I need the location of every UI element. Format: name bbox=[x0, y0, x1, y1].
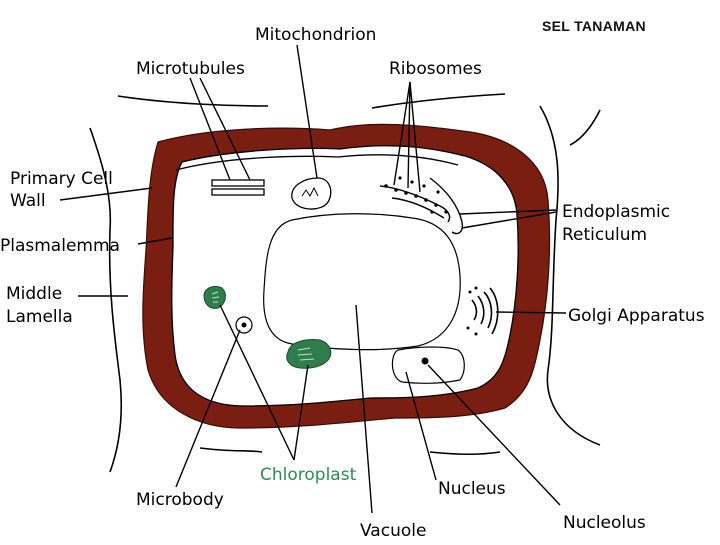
inner-membrane bbox=[175, 154, 459, 171]
chloroplast-thylakoids bbox=[211, 291, 315, 361]
label-plasmalemma: Plasmalemma bbox=[0, 236, 120, 256]
label-nucleolus: Nucleolus bbox=[563, 513, 646, 533]
ribosome-dots bbox=[384, 176, 448, 214]
label-endoplasmic-reticulum-1: Endoplasmic bbox=[562, 202, 670, 222]
mitochondrion-cristae bbox=[301, 186, 319, 197]
label-middle-lamella-1: Middle bbox=[6, 284, 62, 304]
label-middle-lamella-2: Lamella bbox=[6, 307, 73, 327]
diagram-title: SEL TANAMAN bbox=[542, 18, 646, 34]
label-golgi-apparatus: Golgi Apparatus bbox=[568, 306, 705, 326]
label-nucleus: Nucleus bbox=[438, 479, 506, 499]
label-primary-cell-wall-1: Primary Cell bbox=[10, 169, 113, 189]
golgi-apparatus-shape bbox=[471, 287, 499, 335]
vacuole-shape bbox=[263, 213, 461, 351]
label-mitochondrion: Mitochondrion bbox=[255, 25, 376, 45]
label-vacuole: Vacuole bbox=[360, 521, 426, 540]
neighbor-cell-outlines bbox=[89, 93, 601, 473]
label-microbody: Microbody bbox=[136, 490, 224, 510]
label-primary-cell-wall-2: Wall bbox=[10, 191, 46, 211]
microtubules-shape bbox=[211, 179, 265, 196]
label-ribosomes: Ribosomes bbox=[389, 59, 482, 79]
leader-lines bbox=[59, 44, 567, 514]
golgi-vesicles bbox=[466, 286, 478, 336]
label-chloroplast: Chloroplast bbox=[260, 465, 357, 485]
label-endoplasmic-reticulum-2: Reticulum bbox=[562, 225, 647, 245]
microbody-core bbox=[241, 322, 247, 328]
label-microtubules: Microtubules bbox=[136, 59, 245, 79]
nucleolus-shape bbox=[421, 357, 429, 365]
